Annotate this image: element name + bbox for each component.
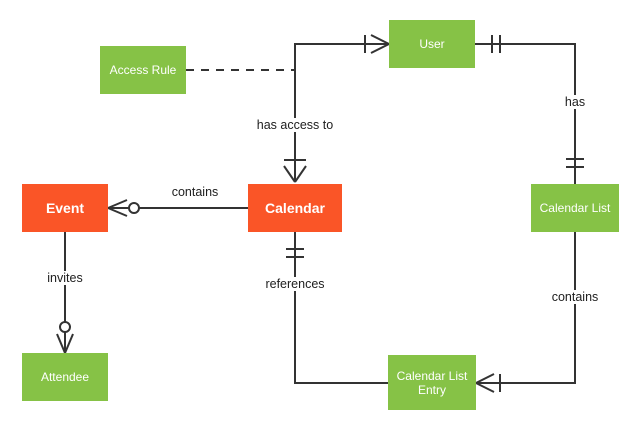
- entity-attendee[interactable]: Attendee: [22, 353, 108, 401]
- entity-event[interactable]: Event: [22, 184, 108, 232]
- entity-attendee-label: Attendee: [40, 370, 90, 384]
- edge-label-contains-list-entry: contains: [548, 290, 602, 304]
- entity-calendar-list-entry-label-line2: Entry: [417, 382, 446, 397]
- edge-event-contains-calendar: [107, 199, 248, 217]
- references-line: [294, 232, 388, 384]
- edge-user-has-calendar-list: [475, 35, 584, 184]
- entity-calendar-list-entry-label-line1: Calendar List: [396, 368, 468, 383]
- entity-access-rule-label: Access Rule: [109, 63, 177, 77]
- edge-label-invites-text: invites: [47, 271, 83, 285]
- edge-label-has-access-to: has access to: [253, 118, 337, 132]
- edge-calendar-references-entry: [286, 232, 388, 384]
- marker-calendar-exactly-one: [286, 248, 304, 258]
- entity-calendar-label: Calendar: [265, 200, 325, 216]
- edge-calendar-has-access-to-user: [283, 34, 390, 183]
- edge-label-references-text: references: [265, 277, 325, 291]
- edge-label-has-text: has: [564, 95, 586, 109]
- edge-label-contains-event-calendar: contains: [168, 185, 222, 199]
- edge-label-contains-event-calendar-text: contains: [171, 185, 219, 199]
- entity-user[interactable]: User: [389, 20, 475, 68]
- entity-access-rule[interactable]: Access Rule: [100, 46, 186, 94]
- edge-label-references: references: [262, 277, 328, 291]
- has-line: [475, 43, 576, 184]
- marker-calendar-list-exactly-one: [566, 158, 584, 168]
- entity-user-label: User: [419, 37, 445, 51]
- marker-entry-one-or-many: [475, 373, 501, 393]
- edge-calendar-list-contains-entry: [475, 232, 576, 393]
- contains-line-list-entry: [476, 232, 576, 384]
- edge-label-invites: invites: [44, 271, 86, 285]
- edge-label-has-access-to-text: has access to: [256, 118, 334, 132]
- edge-event-invites-attendee: [56, 232, 74, 354]
- edge-label-has: has: [561, 95, 589, 109]
- marker-user-one-or-many: [364, 34, 390, 54]
- entity-event-label: Event: [45, 200, 85, 216]
- marker-event-zero-or-many: [107, 199, 140, 217]
- entity-calendar[interactable]: Calendar: [248, 184, 342, 232]
- marker-user-exactly-one: [491, 35, 501, 53]
- entity-calendar-list[interactable]: Calendar List: [531, 184, 619, 232]
- marker-attendee-zero-or-many: [56, 321, 74, 354]
- edge-label-contains-list-entry-text: contains: [551, 290, 599, 304]
- entity-calendar-list-entry[interactable]: Calendar List Entry: [388, 355, 476, 410]
- entity-calendar-list-label: Calendar List: [539, 201, 611, 215]
- has-access-to-line: [294, 43, 389, 182]
- marker-calendar-one-or-many: [283, 159, 307, 183]
